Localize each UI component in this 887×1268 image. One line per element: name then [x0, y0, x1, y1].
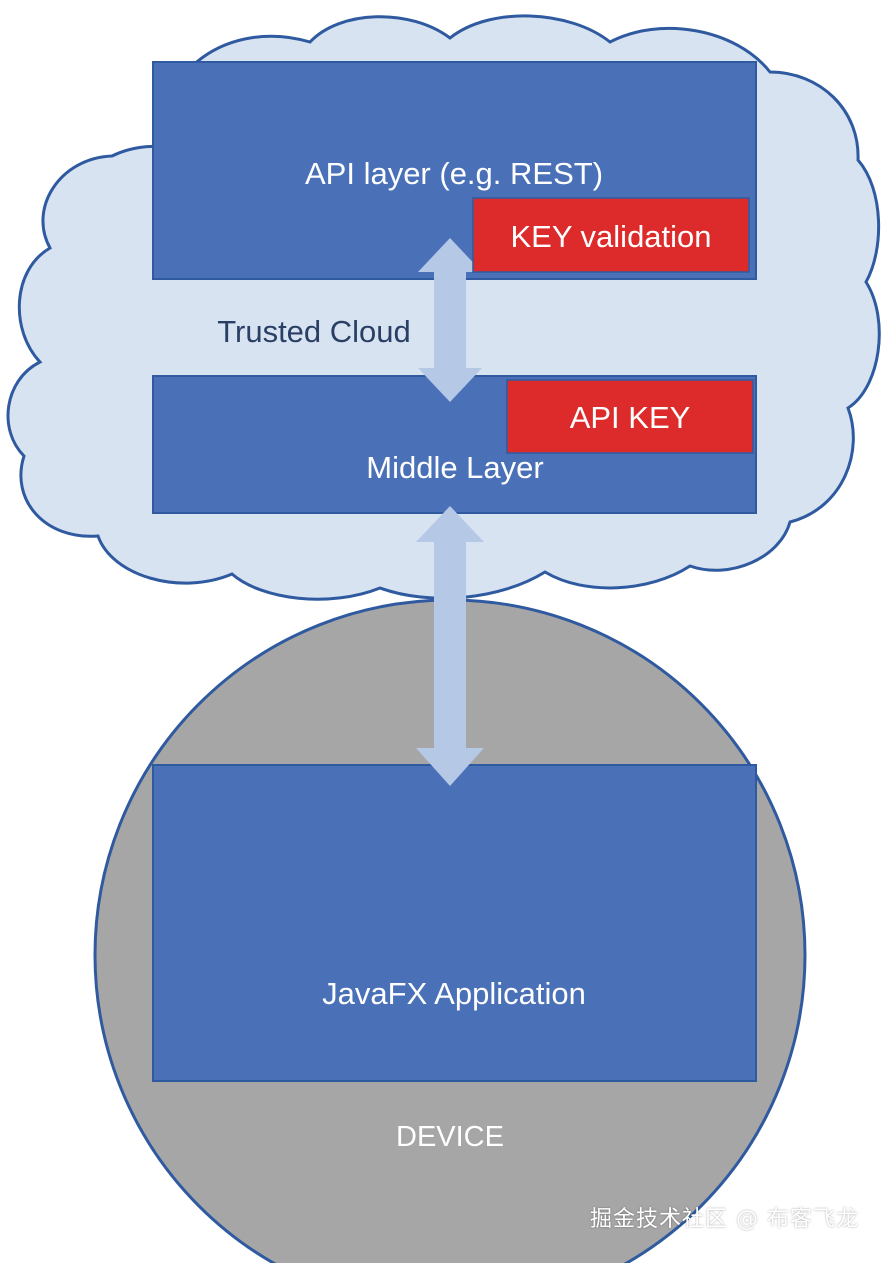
middle-device-arrow [416, 506, 484, 786]
api-middle-arrow [418, 238, 482, 402]
api-layer-box: API layer (e.g. REST) [152, 61, 757, 280]
key-validation-rect [472, 197, 750, 273]
key-validation-label: KEY validation [510, 219, 711, 254]
device-label: DEVICE [396, 1121, 504, 1153]
api-layer-label: API layer (e.g. REST) [305, 156, 603, 191]
key-validation-badge: KEY validation [472, 197, 750, 273]
api-key-rect [506, 379, 754, 454]
javafx-application-label: JavaFX Application [322, 976, 586, 1011]
javafx-application-rect [152, 764, 757, 1082]
trusted-cloud-label: Trusted Cloud [217, 314, 411, 349]
javafx-application-box: JavaFX Application [152, 764, 757, 1082]
api-key-badge: API KEY [506, 379, 754, 454]
api-key-label: API KEY [570, 400, 691, 435]
watermark-text: 掘金技术社区 @ 布客飞龙 [590, 1207, 859, 1232]
middle-layer-label: Middle Layer [366, 450, 543, 485]
